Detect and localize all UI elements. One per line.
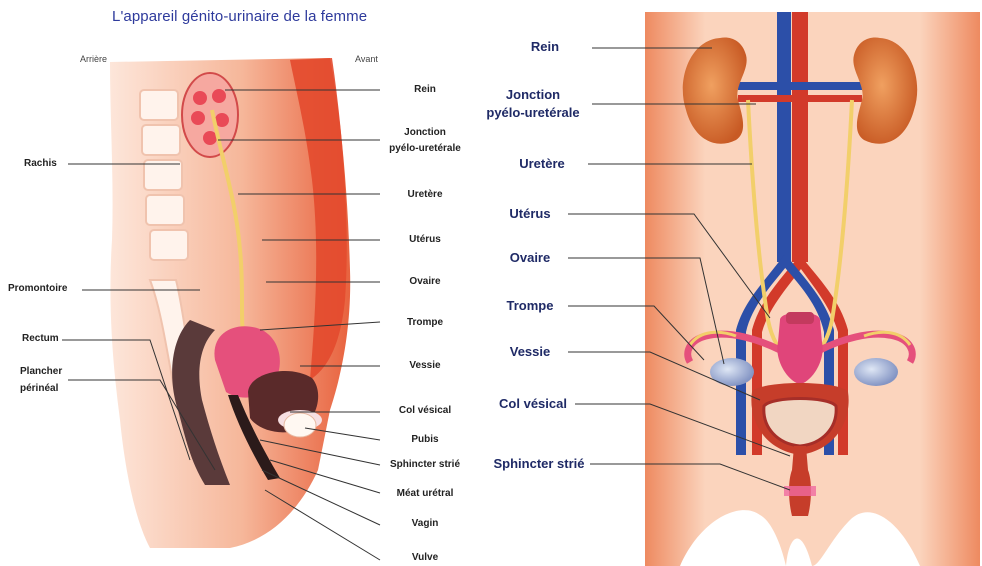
label-jonction-right-line2: pyélo-uretérale <box>474 104 592 121</box>
right-ovary <box>854 358 898 386</box>
aorta <box>792 12 808 262</box>
label-uretere: Uretère <box>380 187 470 202</box>
label-plancher-line1: Plancher <box>20 364 62 379</box>
label-vagin: Vagin <box>380 516 470 531</box>
label-uterus: Utérus <box>380 232 470 247</box>
sphincter-marker <box>784 486 816 496</box>
kidney-sagittal <box>182 73 238 157</box>
label-promontoire: Promontoire <box>8 281 67 296</box>
label-vessie-right: Vessie <box>490 343 570 360</box>
direction-front-label: Avant <box>355 54 378 64</box>
label-sphincter: Sphincter strié <box>380 457 470 472</box>
label-vessie: Vessie <box>380 358 470 373</box>
label-col-vesical-right: Col vésical <box>488 395 578 412</box>
label-rectum: Rectum <box>22 331 59 346</box>
label-trompe: Trompe <box>380 315 470 330</box>
label-ovaire: Ovaire <box>380 274 470 289</box>
label-rachis: Rachis <box>24 156 57 171</box>
label-uretere-right: Uretère <box>496 155 588 172</box>
vena-cava <box>777 12 791 262</box>
label-trompe-right: Trompe <box>490 297 570 314</box>
label-col-vesical: Col vésical <box>380 403 470 418</box>
label-jonction-line1: Jonction <box>380 125 470 140</box>
label-uterus-right: Utérus <box>490 205 570 222</box>
direction-back-label: Arrière <box>80 54 107 64</box>
label-meat: Méat urétral <box>380 486 470 501</box>
diagram-title: L'appareil génito-urinaire de la femme <box>112 8 367 25</box>
label-pubis: Pubis <box>380 432 470 447</box>
label-vulve: Vulve <box>380 550 470 565</box>
left-ovary <box>710 358 754 386</box>
label-plancher-line2: périnéal <box>20 381 58 396</box>
label-rein: Rein <box>380 82 470 97</box>
sagittal-view <box>110 58 350 548</box>
label-sphincter-right: Sphincter strié <box>484 455 594 472</box>
label-rein-right: Rein <box>500 38 590 55</box>
label-jonction-right-line1: Jonction <box>474 86 592 103</box>
label-jonction-line2: pyélo-uretérale <box>380 141 470 156</box>
label-ovaire-right: Ovaire <box>490 249 570 266</box>
frontal-view <box>645 12 980 566</box>
